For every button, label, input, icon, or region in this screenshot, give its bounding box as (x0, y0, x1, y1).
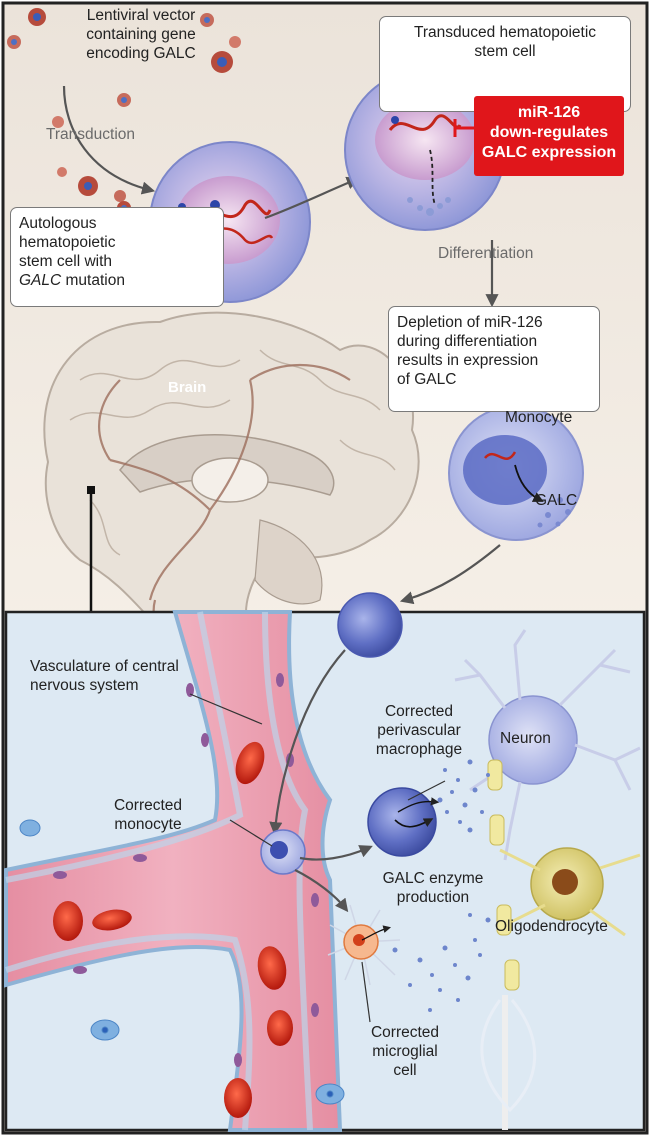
brain-label: Brain (168, 379, 207, 396)
galc-gene-name: GALC (19, 272, 62, 289)
differentiation-label: Differentiation (438, 245, 534, 262)
autologous-line-4: GALC mutation (19, 271, 215, 290)
mir126-line-2: down-regulates (489, 124, 609, 141)
monocyte-label: Monocyte (505, 409, 573, 426)
neuron-label: Neuron (500, 730, 551, 747)
transduced-line-1: Transduced hematopoietic (413, 24, 597, 41)
depletion-line-3: results in expression (397, 352, 539, 369)
mir126-box: miR-126 down-regulates GALC expression (474, 96, 624, 176)
vasculature-line-2: nervous system (30, 677, 139, 694)
perivascular-line-1: Corrected (384, 703, 454, 720)
lentiviral-line-1: Lentiviral vector (86, 7, 196, 24)
lentiviral-vector-label: Lentiviral vector containing gene encodi… (46, 6, 236, 63)
blood-vessel (4, 610, 343, 1132)
vasculature-line-1: Vasculature of central (30, 658, 179, 675)
circulating-monocyte (337, 592, 403, 658)
enzyme-line-1: GALC enzyme (382, 870, 484, 887)
perivascular-macrophage-label: Corrected perivascular macrophage (364, 702, 474, 759)
depletion-line-4: of GALC (397, 371, 457, 388)
depletion-box: Depletion of miR-126 during differentiat… (388, 306, 600, 412)
perivascular-line-2: perivascular (377, 722, 461, 739)
monocyte-cell (448, 405, 584, 541)
microglial-line-3: cell (393, 1062, 417, 1079)
corrected-monocyte-line-1: Corrected (113, 797, 183, 814)
autologous-line-1: Autologous (19, 215, 97, 232)
oligodendrocyte-label: Oligodendrocyte (495, 918, 608, 935)
microglial-line-2: microglial (372, 1043, 438, 1060)
corrected-monocyte-line-2: monocyte (114, 816, 182, 833)
transduction-label: Transduction (46, 126, 136, 143)
lentiviral-line-3: encoding GALC (86, 45, 196, 62)
microglial-line-1: Corrected (370, 1024, 440, 1041)
neuron (454, 629, 641, 861)
mir126-line-3: GALC expression (481, 144, 617, 161)
perivascular-line-3: macrophage (375, 741, 463, 758)
brain-illustration (43, 311, 420, 642)
transduced-line-2: stem cell (474, 43, 536, 60)
lentiviral-line-2: containing gene (86, 26, 196, 43)
vasculature-label: Vasculature of central nervous system (30, 657, 179, 695)
autologous-line-3: stem cell with (19, 253, 113, 270)
depletion-line-1: Depletion of miR-126 (397, 314, 543, 331)
mutation-text: mutation (61, 272, 125, 289)
perivascular-macrophage (367, 787, 440, 857)
autologous-line-2: hematopoietic (19, 234, 116, 251)
galc-label: GALC (535, 492, 578, 509)
autologous-stem-cell-box: Autologous hematopoietic stem cell with … (10, 207, 224, 307)
enzyme-line-2: production (396, 889, 470, 906)
red-blood-cells (53, 741, 293, 1118)
oligodendrocyte-cell (480, 759, 641, 1130)
mir126-line-1: miR-126 (517, 104, 581, 121)
galc-enzyme-dots (392, 759, 491, 1012)
microglial-cell (327, 904, 401, 986)
galc-enzyme-label: GALC enzyme production (378, 869, 488, 907)
corrected-monocyte-label: Corrected monocyte (98, 796, 198, 834)
microglial-cell-label: Corrected microglial cell (355, 1023, 455, 1080)
depletion-line-2: during differentiation (397, 333, 538, 350)
